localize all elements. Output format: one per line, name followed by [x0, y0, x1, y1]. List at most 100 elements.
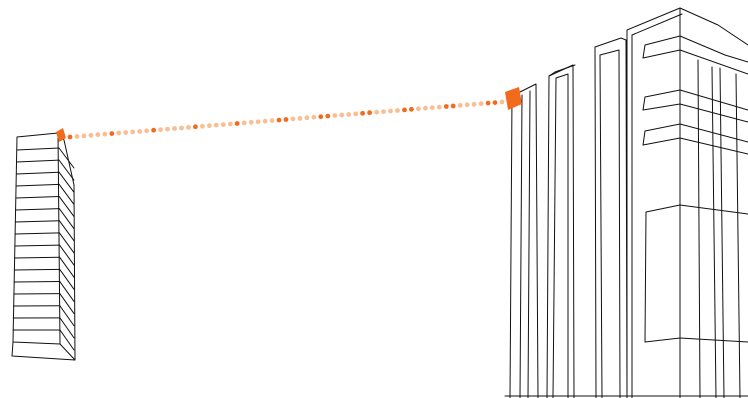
left-tower-side-line	[59, 305, 75, 327]
link-dot	[409, 106, 414, 112]
left-tower-side-line	[59, 268, 75, 290]
link-dot	[339, 112, 345, 118]
link-dot	[388, 108, 393, 114]
link-dot	[234, 121, 240, 126]
link-dot	[74, 134, 80, 139]
link-dot	[255, 119, 261, 125]
left-tower-floor-line	[16, 159, 60, 163]
left-tower-floor-line	[14, 256, 61, 259]
left-tower-base	[11, 341, 76, 361]
link-dot	[318, 114, 324, 120]
link-dot	[220, 122, 226, 127]
left-tower-side-line	[59, 256, 75, 278]
left-tower-floors	[12, 147, 75, 351]
link-dot	[499, 99, 505, 105]
left-tower	[11, 132, 76, 361]
left-tower-floor-line	[15, 171, 60, 175]
link-dot	[346, 112, 352, 117]
link-dot	[374, 109, 379, 115]
link-dot	[207, 123, 212, 129]
right-building-left-block	[509, 83, 539, 398]
right-building-lower-panel	[644, 204, 748, 343]
link-dot	[248, 119, 254, 125]
left-tower-floor-line	[15, 183, 60, 187]
link-dot	[186, 125, 191, 130]
link-dot	[485, 100, 491, 106]
right-building-fin-2	[642, 89, 748, 111]
left-tower-side-line	[58, 159, 75, 181]
link-dot	[102, 131, 108, 137]
link-dot	[423, 105, 428, 111]
link-dot	[471, 101, 477, 107]
right-building	[504, 7, 748, 398]
link-dot	[67, 134, 73, 140]
left-tower-side-line	[58, 183, 75, 205]
left-tower-floor-line	[15, 196, 60, 199]
link-dot	[325, 113, 331, 119]
link-dot	[297, 116, 303, 121]
link-dot	[109, 131, 115, 137]
left-tower-floor-line	[15, 208, 60, 211]
link-dot	[144, 128, 150, 134]
link-dot	[492, 100, 498, 105]
left-tower-side-line	[58, 220, 75, 242]
link-dot	[304, 115, 310, 121]
link-dot	[443, 104, 449, 109]
left-tower-side-line	[58, 171, 75, 193]
left-tower-floor-line	[13, 280, 61, 283]
left-tower-side-line	[58, 208, 75, 230]
right-antenna	[505, 87, 522, 110]
right-building-column-2	[594, 37, 628, 398]
link-dot	[200, 123, 205, 129]
link-dot	[172, 126, 177, 131]
link-dot	[123, 130, 129, 135]
link-dot	[311, 114, 317, 120]
link-dot	[464, 102, 470, 108]
link-dot	[478, 101, 484, 107]
link-dot	[165, 126, 170, 132]
link-dot	[130, 129, 136, 135]
left-tower-side-line	[58, 232, 75, 254]
link-dot	[332, 113, 338, 118]
link-dot	[450, 103, 456, 109]
right-building-fin-1	[642, 35, 748, 63]
link-dot	[88, 132, 94, 138]
right-building-fin-3	[642, 123, 748, 146]
link-dot	[151, 127, 157, 133]
left-tower-floor-line	[13, 268, 61, 271]
left-tower-side-line	[58, 147, 75, 169]
link-dot	[262, 118, 268, 124]
link-dot	[179, 125, 184, 131]
link-dot	[457, 103, 463, 108]
left-tower-floor-line	[16, 147, 60, 151]
link-dot	[381, 109, 386, 114]
left-tower-side-line	[59, 293, 75, 315]
link-dot	[95, 132, 101, 138]
link-dot	[429, 105, 435, 110]
left-tower-side-line	[59, 244, 75, 266]
wireless-link	[67, 99, 505, 140]
link-dot	[290, 116, 296, 122]
link-dot	[81, 133, 87, 139]
link-dot	[395, 108, 400, 113]
link-dot	[360, 110, 365, 116]
left-tower-floor-line	[14, 220, 60, 223]
link-dot	[283, 117, 289, 122]
link-dot	[436, 104, 442, 110]
left-tower-side-line	[59, 329, 75, 351]
link-dot	[213, 122, 219, 128]
left-tower-front-face	[12, 132, 61, 345]
left-tower-side-line	[59, 317, 75, 339]
link-dot	[241, 120, 247, 126]
left-tower-floor-line	[14, 244, 61, 247]
link-dot	[276, 117, 282, 123]
link-dot	[269, 118, 275, 123]
link-dot	[353, 111, 359, 117]
left-tower-floor-line	[14, 232, 60, 235]
link-dot	[137, 129, 143, 134]
link-dot	[402, 107, 407, 113]
link-dot	[193, 124, 198, 130]
link-dot	[416, 106, 421, 112]
link-dot	[158, 127, 164, 133]
